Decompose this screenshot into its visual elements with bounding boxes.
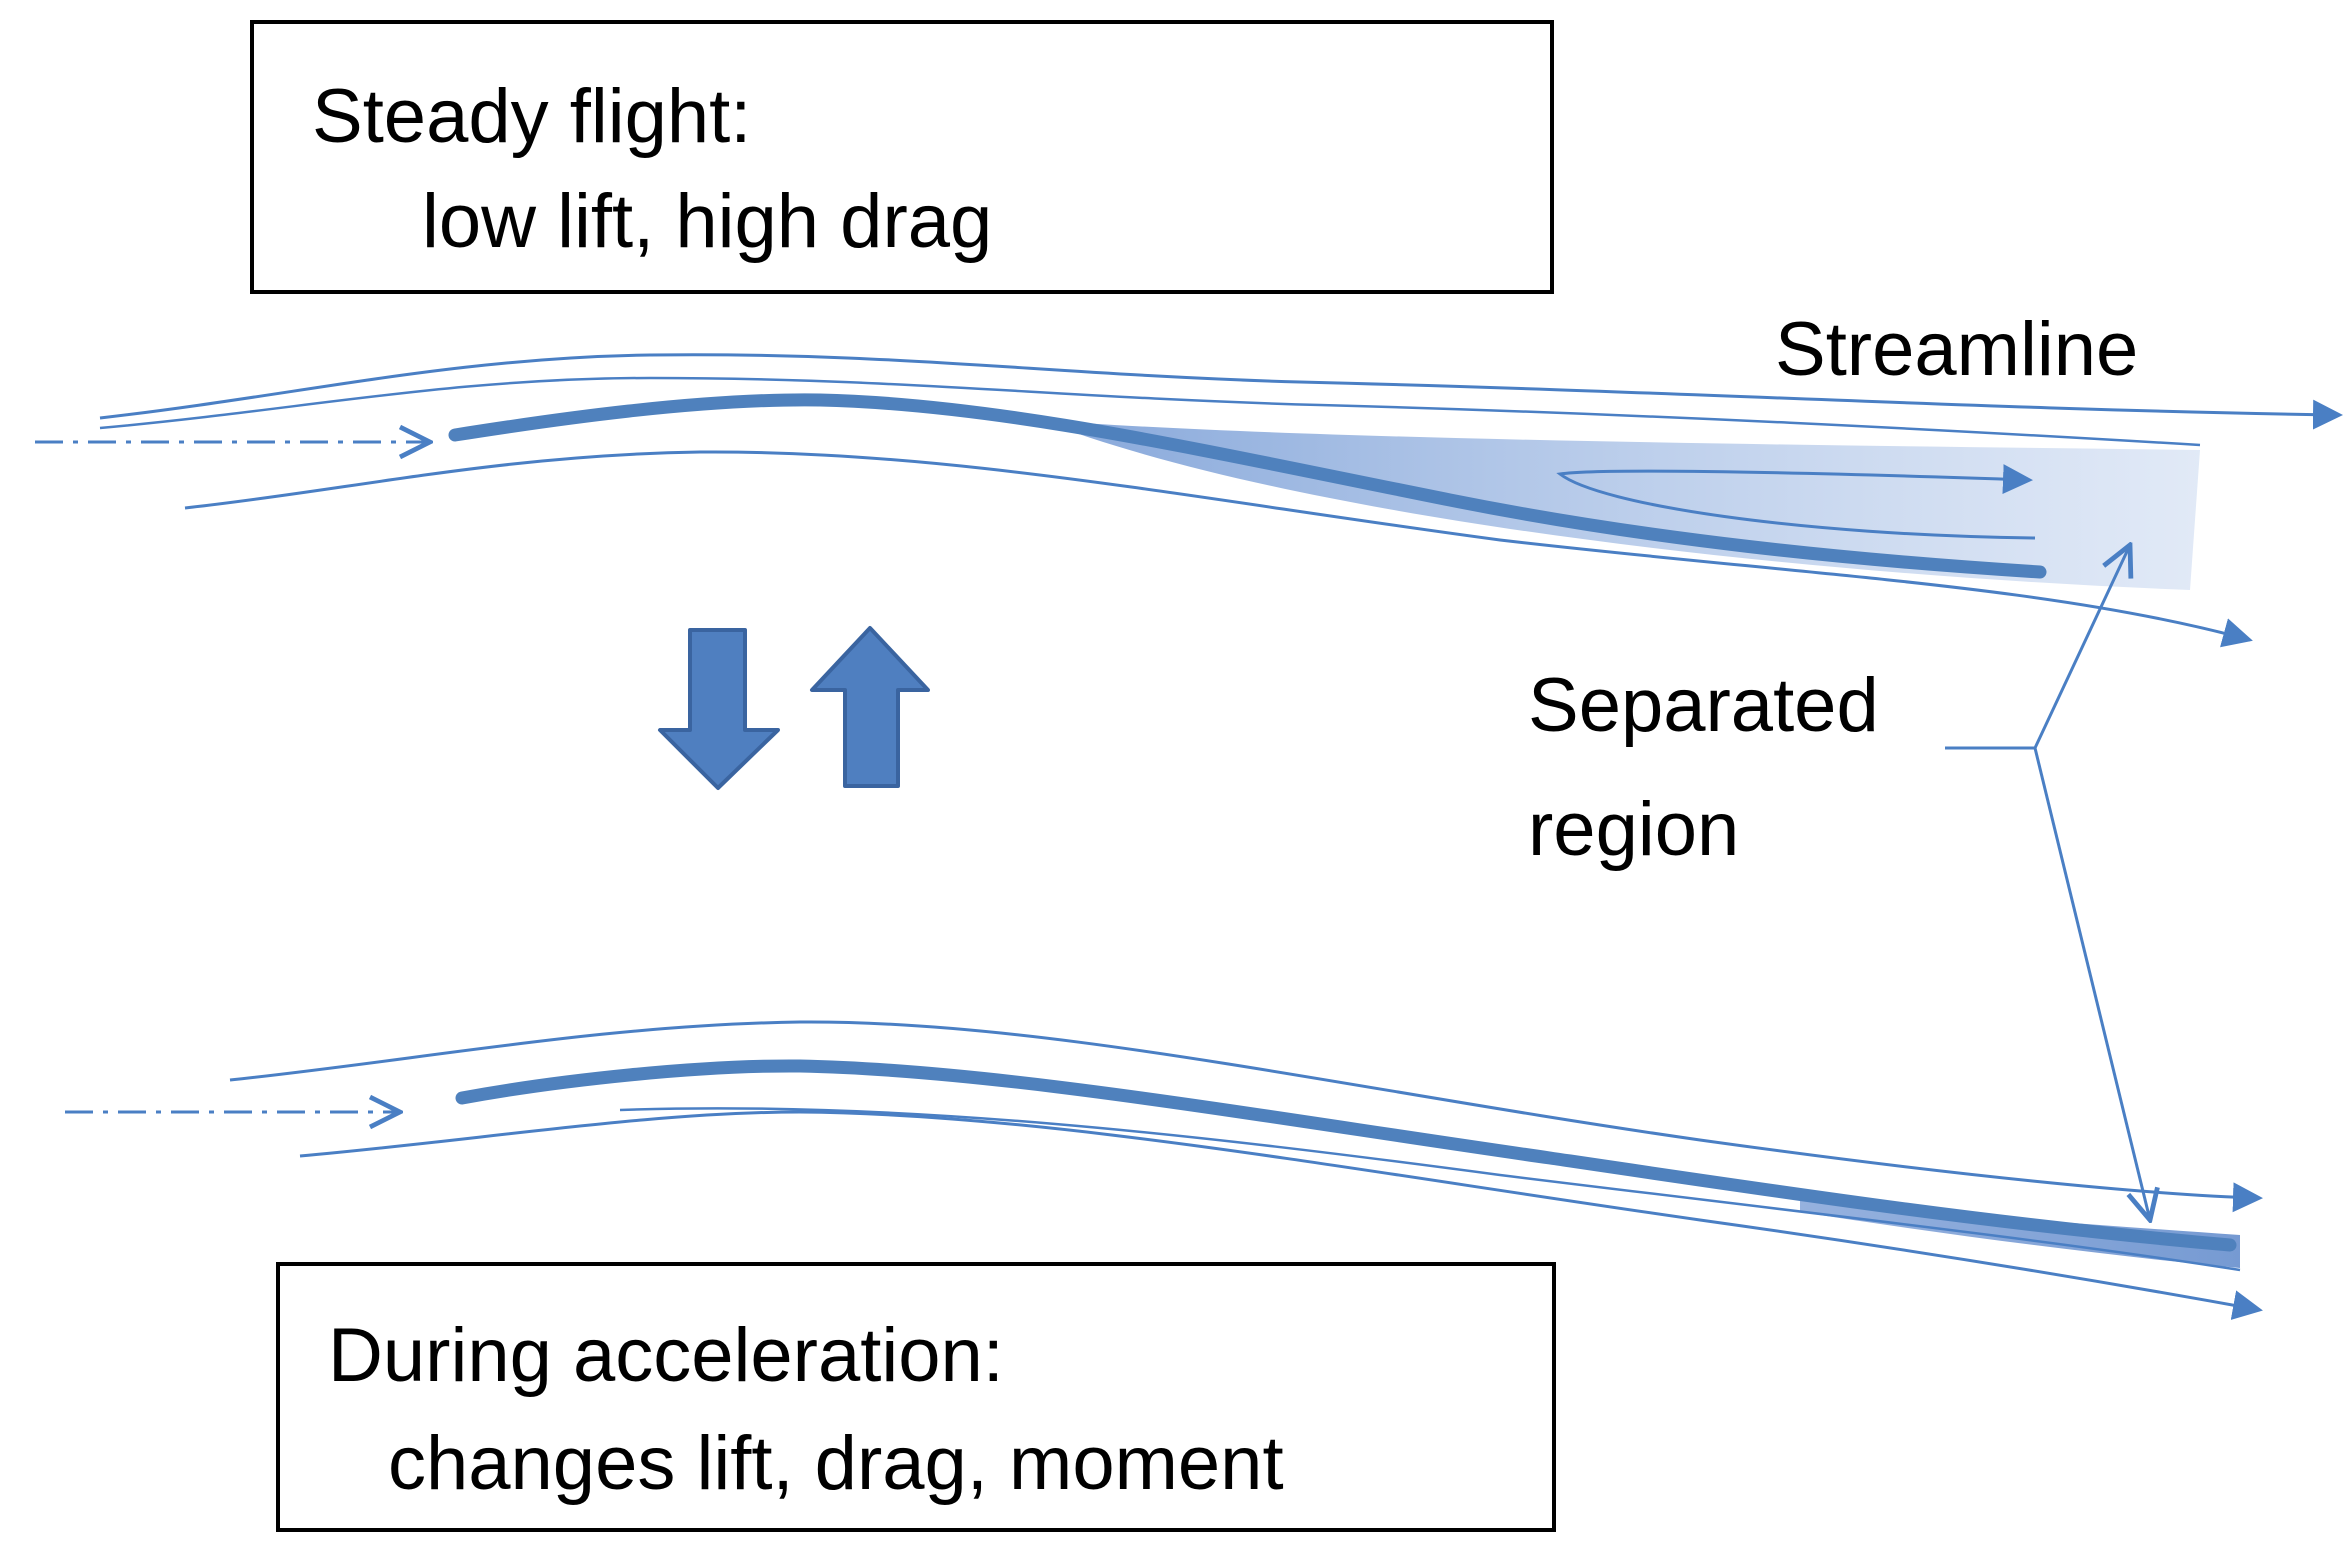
steady-flight-box: Steady flight: low lift, high drag: [250, 20, 1554, 294]
top-upper-streamline-2: [99, 376, 2201, 447]
acceleration-box: During acceleration: changes lift, drag,…: [276, 1262, 1556, 1532]
acceleration-desc: changes lift, drag, moment: [388, 1421, 1284, 1506]
separated-region-label-line1: Separated: [1528, 663, 1879, 748]
acceleration-title: During acceleration:: [328, 1313, 1004, 1398]
top-recirculation-loop: [1556, 464, 2036, 540]
leader-to-top: [2033, 545, 2130, 749]
top-upper-streamline: [99, 353, 2343, 430]
bottom-flow-group: [65, 1020, 2263, 1320]
leader-to-bottom: [2033, 747, 2150, 1220]
top-airfoil: [448, 393, 2047, 579]
separated-region-label-line2: region: [1528, 787, 1740, 872]
top-flow-group: [35, 353, 2343, 648]
top-separated-region: [1040, 420, 2200, 590]
top-lower-streamline: [184, 450, 2253, 648]
steady-flight-desc: low lift, high drag: [422, 179, 993, 264]
bottom-mid-streamline: [619, 1107, 2241, 1272]
steady-flight-title: Steady flight:: [312, 74, 752, 159]
down-block-arrow-icon: [658, 628, 780, 790]
bottom-airfoil: [455, 1059, 2237, 1252]
bottom-lower-streamline: [299, 1110, 2263, 1320]
up-block-arrow-icon: [810, 626, 930, 788]
bottom-separated-region: [1800, 1200, 2240, 1268]
streamline-label: Streamline: [1775, 307, 2139, 392]
bottom-upper-streamline: [229, 1020, 2263, 1213]
separated-region-leader: [1945, 545, 2150, 1220]
